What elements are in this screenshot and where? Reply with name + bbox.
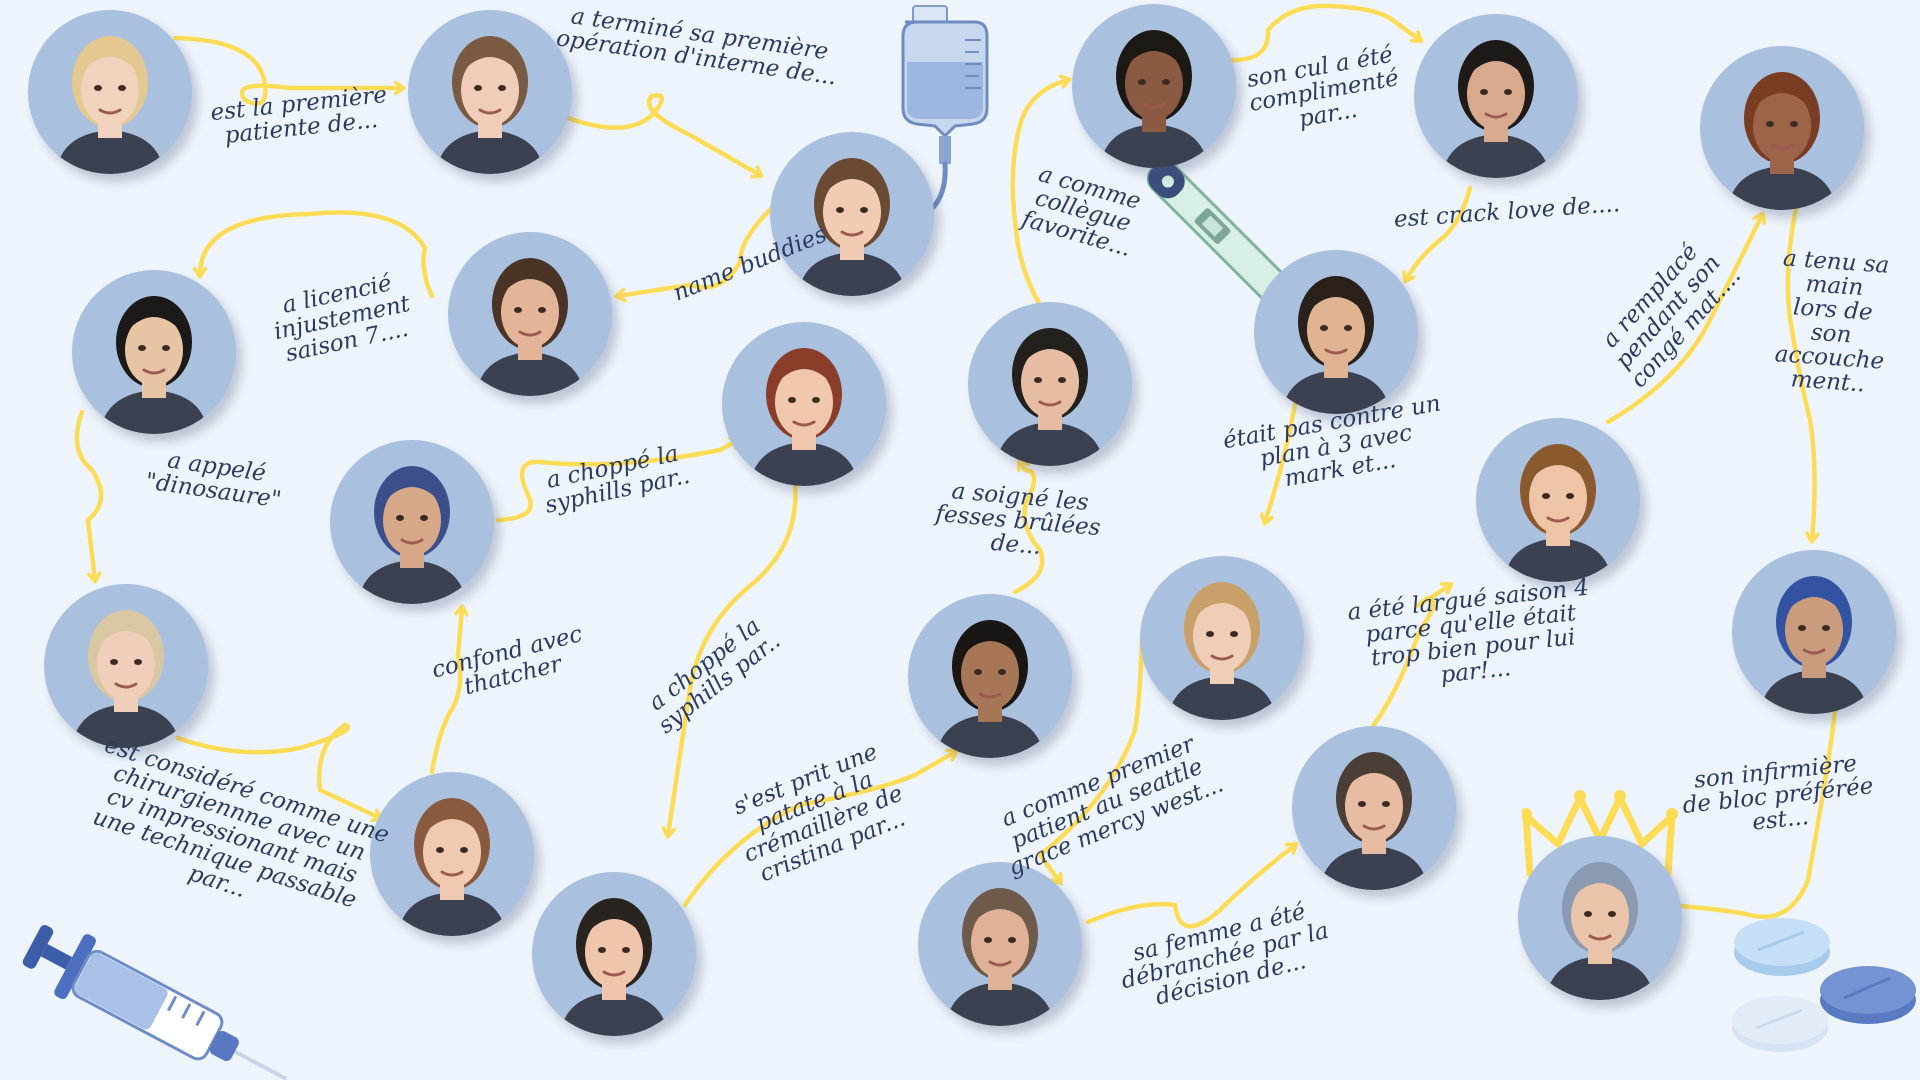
arrow-4-to-5	[1225, 3, 1420, 63]
portrait-man-scrub-cap-12	[330, 440, 494, 604]
arrow-15-to-10	[1012, 462, 1045, 595]
portrait-short-haired-woman-11	[1254, 250, 1418, 414]
relation-label: a tenu sa main lors de son accouche ment…	[1773, 245, 1891, 398]
portrait-man-19	[532, 872, 696, 1036]
portrait-redhead-woman-9	[722, 322, 886, 486]
arrow-17-to-22	[1668, 707, 1838, 920]
arrow-3-to-7	[618, 202, 778, 296]
portrait-brunette-woman-3	[770, 132, 934, 296]
arrow-18-to-12	[429, 608, 462, 775]
portrait-woman-18	[370, 772, 534, 936]
arrow-14-to-18	[175, 722, 380, 818]
portrait-dark-haired-woman-8	[72, 270, 236, 434]
pills-icon	[1732, 918, 1916, 1052]
arrow-10-to-4	[1010, 80, 1068, 308]
portrait-brunette-woman-2	[408, 10, 572, 174]
arrow-5-to-11	[1406, 185, 1473, 280]
portrait-dark-haired-woman-4	[1072, 4, 1236, 168]
portrait-woman-scrub-cap-17	[1732, 550, 1896, 714]
arrow-9-to-19	[668, 482, 798, 835]
portrait-dark-haired-man-5	[1414, 14, 1578, 178]
arrow-20-to-13	[1363, 585, 1450, 738]
arrow-13-to-6	[1605, 215, 1762, 425]
arrow-2-to-3	[565, 93, 760, 175]
arrow-21-to-20	[1085, 845, 1295, 929]
arrow-6-to-17	[1785, 205, 1815, 540]
arrow-19-to-15	[682, 752, 955, 908]
portrait-blonde-older-woman-14	[44, 584, 208, 748]
arrow-12-to-9	[495, 440, 738, 523]
arrow-8-to-14	[74, 409, 104, 580]
portrait-blonde-woman-1	[28, 10, 192, 174]
arrow-1-to-2	[172, 35, 402, 106]
portrait-older-woman-cap-22	[1518, 836, 1682, 1000]
arrow-7-to-8	[200, 210, 435, 299]
arrow-16-to-21	[1036, 637, 1145, 882]
portrait-woman-6	[1700, 46, 1864, 210]
portrait-older-man-21	[918, 862, 1082, 1026]
portrait-blonde-woman-16	[1140, 556, 1304, 720]
portrait-curly-haired-woman-13	[1476, 418, 1640, 582]
portrait-man-15	[908, 594, 1072, 758]
crown-icon	[1522, 790, 1678, 878]
portrait-man-20	[1292, 726, 1456, 890]
portrait-man-7	[448, 232, 612, 396]
syringe-icon	[22, 925, 288, 1080]
portrait-man-10	[968, 302, 1132, 466]
